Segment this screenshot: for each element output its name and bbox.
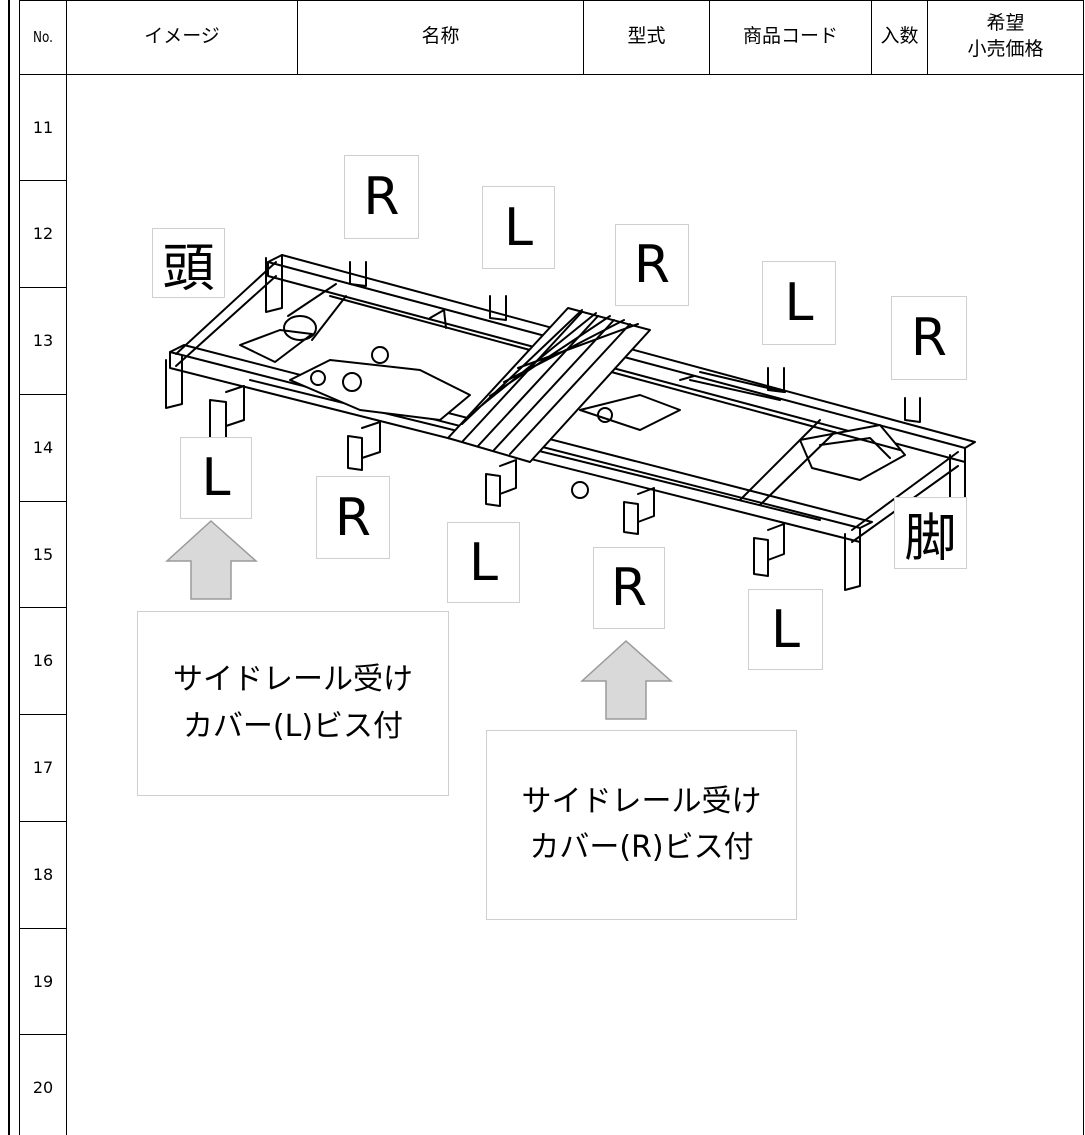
col-divider-name [583,0,584,74]
header-quantity: 入数 [880,25,919,48]
col-divider-image [297,0,298,74]
row-divider [19,821,66,822]
table-left-edge [8,0,10,1135]
side-label: R [344,155,419,239]
foot-label: 脚 [894,497,967,569]
row-divider [19,287,66,288]
table-left-border [19,0,20,1135]
col-divider-qty [927,0,928,74]
callout-left-line1: サイドレール受け [173,662,413,697]
arrow-up-icon [165,519,258,600]
table-top-border [19,0,1084,1]
side-label: L [180,437,252,519]
callout-side-rail-cover-left: サイドレール受け カバー(L)ビス付 [137,611,449,796]
side-label: R [593,547,665,629]
row-number: 11 [32,118,54,137]
col-divider-model [709,0,710,74]
side-label: L [447,522,520,603]
row-number: 12 [32,224,54,243]
row-divider [19,607,66,608]
row-divider [19,714,66,715]
head-label: 頭 [152,228,225,299]
callout-left-line2: カバー(L)ビス付 [182,708,404,744]
arrow-up-icon [580,639,673,720]
row-number: 15 [32,545,54,564]
row-divider [19,1034,66,1035]
col-divider-no [66,0,67,1135]
row-number: 19 [32,972,54,991]
row-number: 17 [32,758,54,777]
header-bottom-border [19,74,1084,75]
header-price-line1: 希望 [986,12,1025,35]
header-price-line2: 小売価格 [967,38,1044,60]
row-number: 14 [32,438,54,457]
header-no: No. [33,27,53,46]
row-divider [19,501,66,502]
row-number: 13 [32,331,54,350]
header-image: イメージ [144,25,220,48]
row-divider [19,394,66,395]
col-divider-code [871,0,872,74]
callout-right-line1: サイドレール受け [521,783,762,819]
side-label: L [482,186,555,269]
row-number: 18 [32,865,54,884]
callout-side-rail-cover-right: サイドレール受け カバー(R)ビス付 [486,730,797,920]
row-number: 20 [32,1078,54,1097]
header-price: 希望 小売価格 [928,0,1083,74]
callout-right-line2: カバー(R)ビス付 [529,830,754,865]
side-label: L [748,589,823,670]
row-divider [19,180,66,181]
side-label: R [891,296,967,380]
side-label: L [762,261,836,345]
side-label: R [316,476,390,559]
table-right-border [1083,0,1084,1135]
side-label: R [615,224,689,306]
header-name: 名称 [421,25,460,48]
row-number: 16 [32,651,54,670]
header-product-code: 商品コード [742,25,838,48]
row-divider [19,928,66,929]
header-model: 型式 [627,25,666,48]
